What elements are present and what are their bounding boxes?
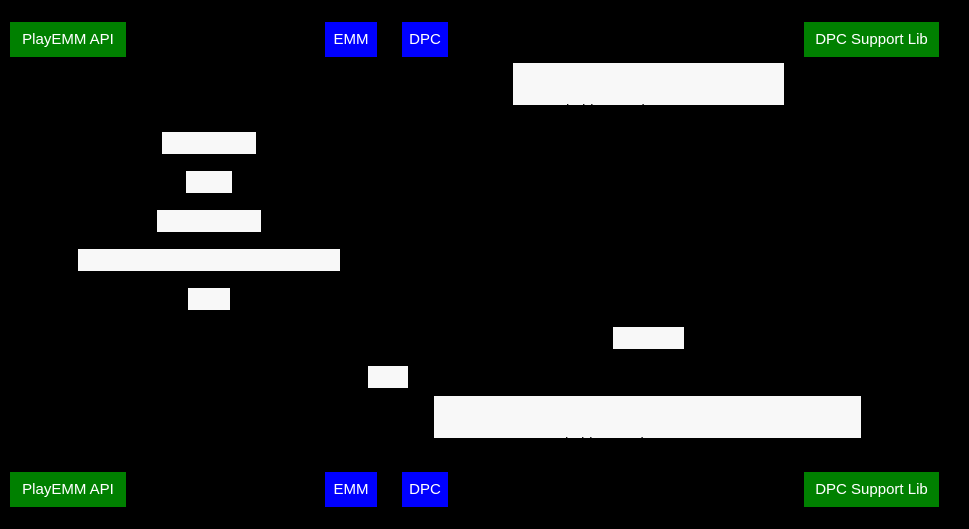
message-label-user-id: userID (186, 171, 232, 227)
participant-label: DPC Support Lib (815, 31, 928, 48)
participant-header-emm[interactable]: EMM (325, 22, 377, 57)
lifeline-dpc (425, 57, 426, 472)
participant-header-playemm-api[interactable]: PlayEMM API (10, 22, 126, 57)
message-line: androidForWorkAccountSupport (545, 103, 752, 119)
message-label-ensure-working-environment: androidForWorkAccountSupport .ensureWork… (513, 63, 784, 176)
message-label-users-generate-authentication-token: users.generateAuthenticationToken() (78, 249, 340, 305)
participant-label: DPC (409, 31, 441, 48)
participant-footer-playemm-api[interactable]: PlayEMM API (10, 472, 126, 507)
participant-footer-dpc-support-lib[interactable]: DPC Support Lib (804, 472, 939, 507)
arrow-callback (425, 349, 871, 350)
arrow-token-to-dpc (351, 388, 425, 389)
message-label-users-update: users.update() (157, 210, 261, 266)
message-line: callback() (617, 367, 680, 383)
message-line: androidForWorkAccountSupport (544, 436, 751, 452)
arrow-users-insert (68, 154, 351, 155)
arrow-ensure-working-environment (425, 105, 871, 106)
participant-label: DPC Support Lib (815, 481, 928, 498)
arrow-user-id (68, 193, 351, 194)
participant-label: EMM (333, 481, 369, 498)
arrow-users-generate-authentication-token (68, 271, 351, 272)
lifeline-dpc-support-lib (871, 57, 872, 472)
lifeline-playemm-api (68, 57, 69, 472)
message-label-token-to-dpc: token (368, 366, 408, 422)
participant-footer-dpc[interactable]: DPC (402, 472, 448, 507)
arrow-users-update (68, 232, 351, 233)
participant-header-dpc[interactable]: DPC (402, 22, 448, 57)
arrow-token-to-emm (68, 310, 351, 311)
participant-label: PlayEMM API (22, 481, 114, 498)
message-line: token (191, 328, 227, 344)
participant-label: PlayEMM API (22, 31, 114, 48)
message-line: .ensureWorkingEnvironment(callback) (526, 160, 771, 176)
message-label-token-to-emm: token (188, 288, 230, 344)
arrow-add-android-for-work-account (425, 438, 871, 439)
message-line: token (370, 406, 406, 422)
participant-header-dpc-support-lib[interactable]: DPC Support Lib (804, 22, 939, 57)
message-line: .addAndroidForWorkAccount(token, account… (453, 493, 842, 509)
lifeline-emm (351, 57, 352, 472)
message-label-users-insert: users.insert() (162, 132, 256, 188)
message-label-add-android-for-work-account: androidForWorkAccountSupport .addAndroid… (434, 396, 861, 509)
message-label-callback: callback() (613, 327, 684, 383)
participant-label: DPC (409, 481, 441, 498)
participant-footer-emm[interactable]: EMM (325, 472, 377, 507)
participant-label: EMM (333, 31, 369, 48)
